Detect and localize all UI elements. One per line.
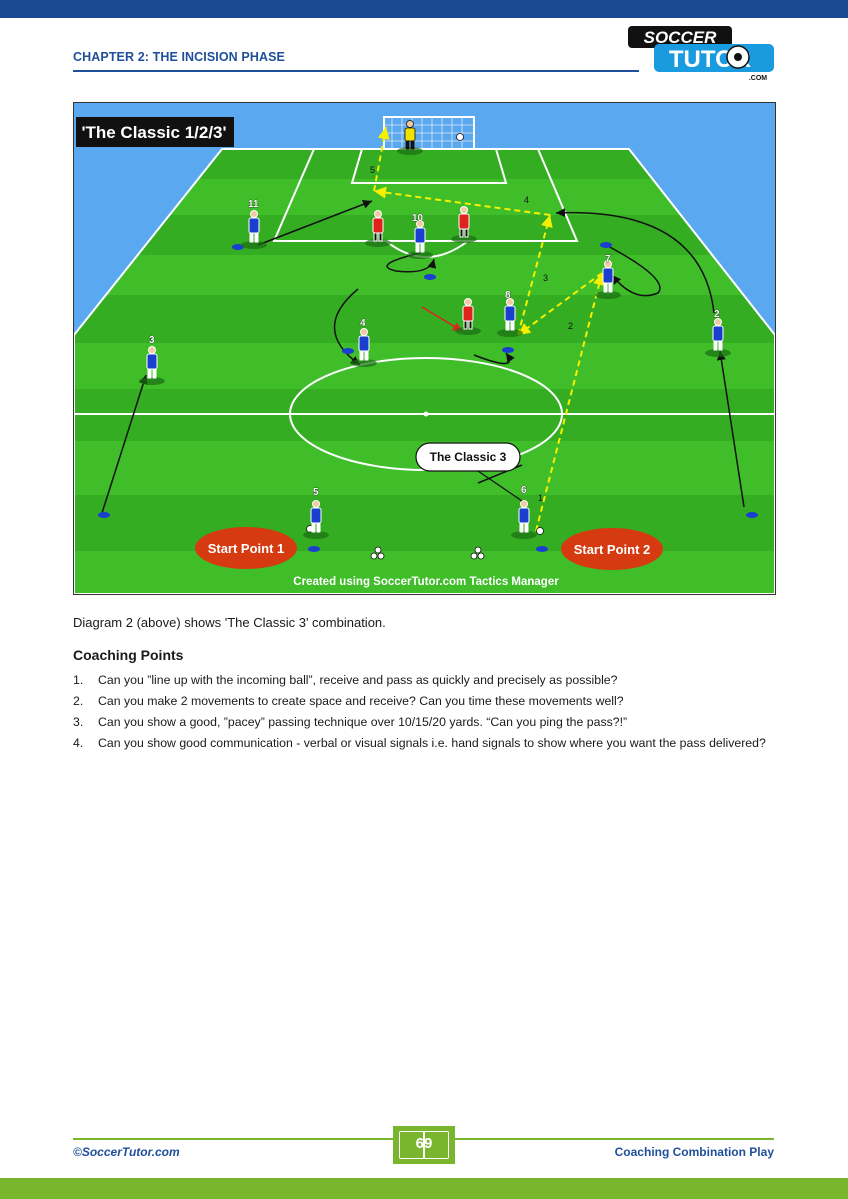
list-item: 4.Can you show good communication - verb…	[73, 736, 766, 750]
bottom-color-bar	[0, 1178, 848, 1199]
player-8	[504, 298, 516, 331]
player-numbers: 11 10 8 7 2 4 3 5 6	[149, 199, 721, 499]
start-point-1-zone: Start Point 1	[195, 527, 297, 569]
player-11	[248, 210, 260, 243]
footer-book-title: Coaching Combination Play	[614, 1145, 774, 1159]
diagram-caption: Diagram 2 (above) shows 'The Classic 3' …	[73, 615, 386, 630]
diagram-credit: Created using SoccerTutor.com Tactics Ma…	[293, 576, 559, 588]
player-3	[146, 346, 158, 379]
svg-text:1: 1	[538, 493, 543, 503]
pass-number-labels: 1 2 3 4 5	[370, 165, 573, 503]
players-red	[372, 206, 474, 330]
list-item: 3.Can you show a good, ”pacey” passing t…	[73, 715, 628, 729]
diagram-title: 'The Classic 1/2/3'	[81, 123, 226, 142]
defender-red-3	[462, 298, 474, 330]
title-box: 'The Classic 1/2/3'	[76, 117, 234, 147]
list-item: 2.Can you make 2 movements to create spa…	[73, 694, 624, 708]
svg-text:4: 4	[524, 195, 529, 205]
svg-text:SOCCER: SOCCER	[644, 28, 717, 47]
svg-text:8: 8	[505, 290, 511, 301]
start-point-2-zone: Start Point 2	[561, 528, 663, 570]
svg-text:7: 7	[605, 254, 611, 265]
player-2	[712, 318, 724, 351]
run-lines	[101, 200, 745, 514]
player-shadows	[139, 147, 731, 539]
svg-text:3: 3	[149, 335, 155, 346]
pitch-surface	[74, 149, 775, 594]
coaching-points-heading: Coaching Points	[73, 647, 184, 663]
svg-text:The Classic 3: The Classic 3	[430, 450, 507, 464]
svg-text:Start Point 1: Start Point 1	[208, 541, 285, 556]
cones	[98, 242, 758, 552]
svg-text:6: 6	[521, 485, 527, 496]
defender-red-1	[372, 210, 384, 242]
svg-text:11: 11	[248, 199, 259, 210]
player-4	[358, 328, 370, 361]
svg-text:2: 2	[568, 321, 573, 331]
svg-text:5: 5	[313, 487, 319, 498]
player-10	[414, 220, 426, 253]
pass-lines	[373, 126, 605, 532]
players-blue	[146, 210, 724, 533]
tactics-diagram: 'The Classic 1/2/3' 1 2 3 4 5	[73, 102, 776, 595]
list-item: 1.Can you ”line up with the incoming bal…	[73, 673, 618, 687]
svg-text:2: 2	[714, 309, 720, 320]
player-7	[602, 260, 614, 293]
svg-text:10: 10	[412, 213, 424, 224]
goalkeeper	[404, 120, 416, 150]
page-number-badge: 69	[393, 1126, 455, 1164]
player-5	[310, 500, 322, 533]
tactics-pitch: 'The Classic 1/2/3' 1 2 3 4 5	[74, 116, 775, 594]
footer-copyright: ©SoccerTutor.com	[73, 1145, 180, 1159]
header-rule	[73, 70, 639, 72]
player-6	[518, 500, 530, 533]
soccertutor-logo: SOCCER TUTOR .COM	[628, 26, 774, 82]
chapter-title: CHAPTER 2: THE INCISION PHASE	[73, 50, 285, 64]
page-number: 69	[415, 1135, 433, 1152]
defender-red-2	[458, 206, 470, 238]
svg-text:3: 3	[543, 273, 548, 283]
top-color-bar	[0, 0, 848, 18]
callout-the-classic-3: The Classic 3	[415, 442, 523, 502]
svg-text:5: 5	[370, 165, 375, 175]
svg-text:Start Point 2: Start Point 2	[574, 542, 651, 557]
coaching-points-list: 1.Can you ”line up with the incoming bal…	[73, 673, 773, 757]
svg-text:.COM: .COM	[749, 75, 767, 82]
svg-text:4: 4	[360, 318, 366, 329]
goal	[383, 116, 475, 150]
